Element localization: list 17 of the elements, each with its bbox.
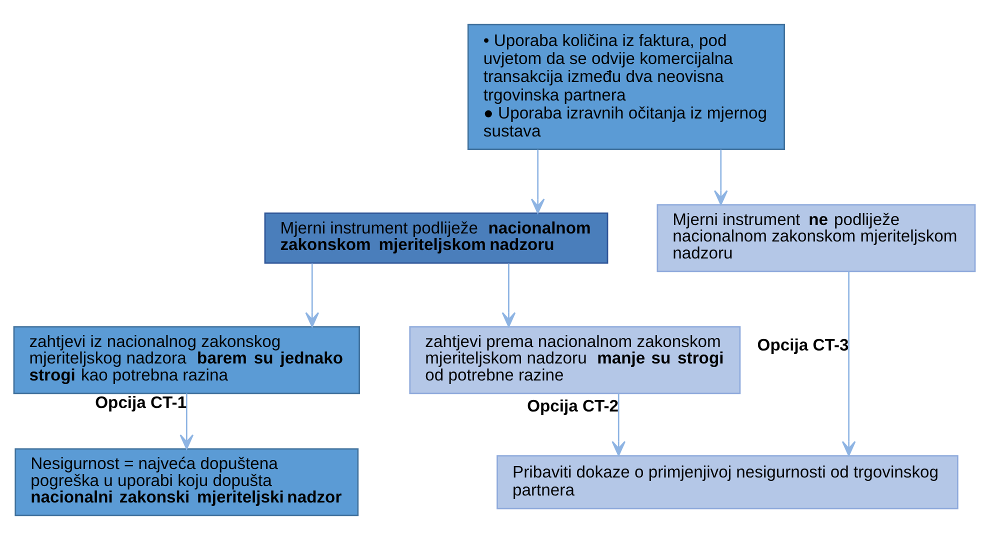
arrow: [612, 394, 626, 456]
arrow: [305, 263, 320, 328]
node-box: Mjerni instrument podliježe nacionalnom zakonskom mjeriteljskom nadzoru: [264, 212, 608, 264]
arrow: [842, 272, 856, 456]
arrow: [714, 150, 728, 206]
node-box: zahtjevi prema nacionalnom zakonskom mjeriteljskom nadzoru manje su strogi od potrebne razine: [409, 326, 741, 394]
node-box: • Uporaba količina iz faktura, pod uvjetom da se odvije komercijalna transakcija između dva neovisna trgovinska partnera ● Uporaba izravnih očitanja iz mjernog sustava: [467, 24, 786, 150]
node-box: Nesigurnost = najveća dopuštena pogreška u uporabi koju dopušta nacionalni zakonski mjeriteljski nadzor: [14, 448, 359, 516]
edge-label: Opcija CT-2: [527, 396, 619, 416]
edge-label: Opcija CT-3: [757, 335, 849, 354]
node-box: Mjerni instrument ne podliježe nacionalnom zakonskom mjeriteljskom nadzoru: [656, 204, 976, 272]
arrow: [530, 150, 545, 214]
arrow: [502, 263, 516, 328]
edge-label: Opcija CT-1: [95, 393, 187, 412]
node-box: zahtjevi iz nacionalnog zakonskog mjeriteljskog nadzora barem su jednako strogi kao potrebna razina: [13, 326, 360, 394]
arrow: [180, 394, 194, 450]
node-box: Pribaviti dokaze o primjenjivoj nesigurnosti od trgovinskog partnera: [496, 455, 958, 510]
